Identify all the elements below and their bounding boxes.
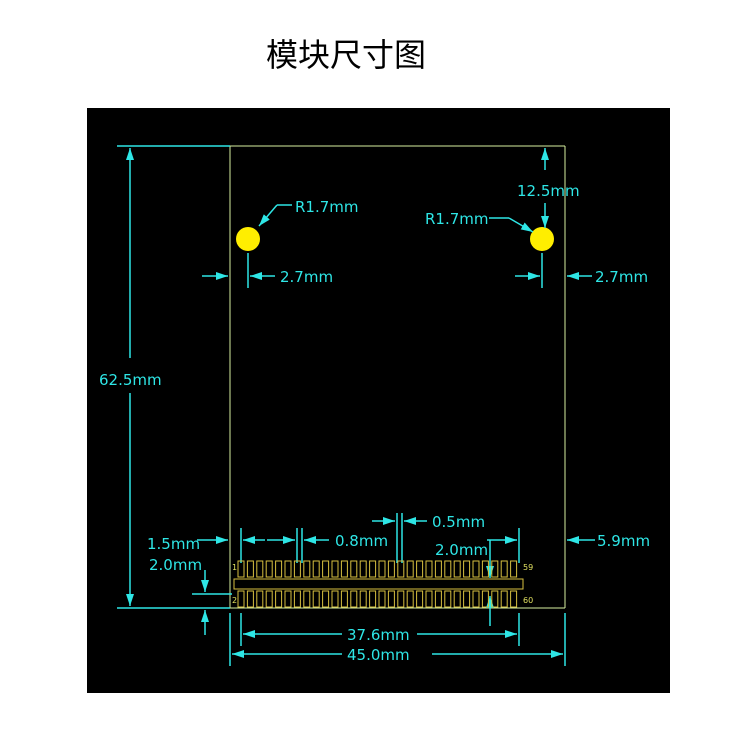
connector-pin <box>500 560 508 578</box>
connector-pin <box>369 590 377 608</box>
height-dimension <box>117 145 230 609</box>
connector-pin <box>453 560 461 578</box>
connector-pin <box>378 560 386 578</box>
width-label: 45.0mm <box>347 646 410 664</box>
connector-pin <box>284 590 292 608</box>
connector-pin <box>491 590 499 608</box>
connector-pin <box>322 560 330 578</box>
page-title: 模块尺寸图 <box>265 36 426 74</box>
connector-pin <box>246 590 254 608</box>
bottom-margin-label: 2.0mm <box>149 556 202 574</box>
pin-59-label: 59 <box>523 563 533 572</box>
connector-pin <box>472 590 480 608</box>
connector-pin <box>293 590 301 608</box>
connector-pin <box>246 560 254 578</box>
pin-width-label: 0.8mm <box>335 532 388 550</box>
connector-pin <box>397 590 405 608</box>
mounting-hole-right <box>530 227 554 251</box>
pin-2-label: 2 <box>232 596 237 605</box>
connector-pin <box>387 590 395 608</box>
connector-pin <box>463 590 471 608</box>
connector-pin <box>322 590 330 608</box>
connector-pin <box>275 590 283 608</box>
connector-pin <box>237 590 245 608</box>
hole-right-offset-dimension <box>515 253 592 288</box>
connector-pin <box>284 560 292 578</box>
connector-pin <box>312 560 320 578</box>
connector-pin <box>378 590 386 608</box>
connector-pin <box>331 590 339 608</box>
connector-pin <box>481 590 489 608</box>
hole-right-offset-label: 2.7mm <box>595 268 648 286</box>
module-outline <box>229 145 566 609</box>
connector-pin <box>463 560 471 578</box>
connector-pin <box>434 590 442 608</box>
connector-pin <box>416 560 424 578</box>
connector-pin <box>434 560 442 578</box>
connector-pin <box>256 590 264 608</box>
hole-left-offset-label: 2.7mm <box>280 268 333 286</box>
connector-pin <box>406 560 414 578</box>
hole-right-radius-label: R1.7mm <box>425 210 489 228</box>
connector <box>233 560 524 608</box>
connector-pin <box>237 560 245 578</box>
connector-pin <box>481 560 489 578</box>
connector-pin <box>303 590 311 608</box>
connector-pin <box>510 560 518 578</box>
connector-pin <box>397 560 405 578</box>
hole-right-leader-arrow <box>508 217 534 233</box>
connector-pin <box>406 590 414 608</box>
connector-pin <box>359 590 367 608</box>
height-label: 62.5mm <box>99 371 162 389</box>
connector-pin <box>359 560 367 578</box>
connector-pins-bottom <box>237 590 518 608</box>
pin-60-label: 60 <box>523 596 533 605</box>
conn-length-label: 37.6mm <box>347 626 410 644</box>
conn-left-margin-label: 1.5mm <box>147 535 200 553</box>
hole-left-leader-arrow <box>258 204 278 227</box>
connector-pin <box>265 590 273 608</box>
connector-pin <box>256 560 264 578</box>
connector-pin <box>444 590 452 608</box>
connector-pin <box>425 590 433 608</box>
connector-pin <box>416 590 424 608</box>
connector-pin <box>340 560 348 578</box>
mounting-hole-left <box>236 227 260 251</box>
connector-pins-top <box>237 560 518 578</box>
connector-pin <box>275 560 283 578</box>
connector-pin <box>425 560 433 578</box>
connector-pin <box>265 560 273 578</box>
width-dimension <box>229 613 566 666</box>
row-spacing-label: 2.0mm <box>435 541 488 559</box>
connector-pin <box>350 560 358 578</box>
connector-pin <box>387 560 395 578</box>
bottom-margin-dimension <box>192 570 232 635</box>
connector-pin <box>491 560 499 578</box>
conn-length-dimension <box>240 613 520 646</box>
connector-pin <box>472 560 480 578</box>
hole-left-radius-label: R1.7mm <box>295 198 359 216</box>
connector-pin <box>510 590 518 608</box>
dimension-drawing: 1 2 59 60 R1.7mm R1.7mm 12.5mm 2.7mm 2.7… <box>87 108 670 693</box>
connector-pin <box>303 560 311 578</box>
connector-pin <box>293 560 301 578</box>
connector-pin <box>500 590 508 608</box>
connector-pin <box>340 590 348 608</box>
connector-pin <box>444 560 452 578</box>
conn-right-margin-label: 5.9mm <box>597 532 650 550</box>
connector-pin <box>331 560 339 578</box>
connector-pin <box>369 560 377 578</box>
connector-pin <box>312 590 320 608</box>
pin-1-label: 1 <box>232 563 237 572</box>
pin-gap-label: 0.5mm <box>432 513 485 531</box>
connector-pin <box>453 590 461 608</box>
hole-top-offset-label: 12.5mm <box>517 182 580 200</box>
hole-left-offset-dimension <box>202 253 275 288</box>
connector-pin <box>350 590 358 608</box>
